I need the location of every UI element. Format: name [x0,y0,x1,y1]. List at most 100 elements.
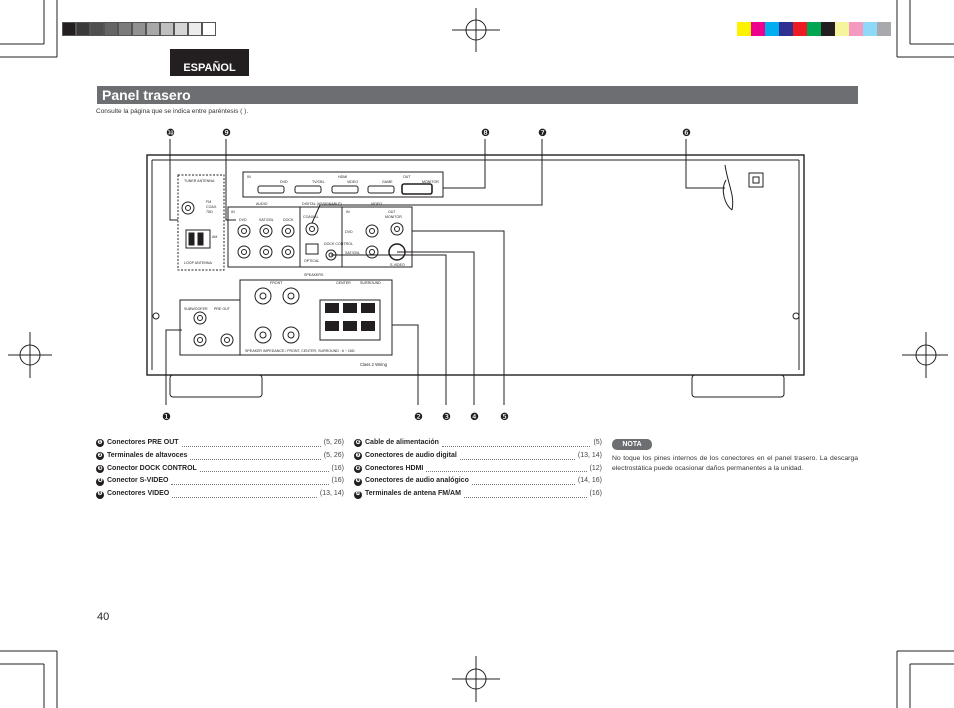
legend-item: ❶ Conectores PRE OUT (5, 26) [96,437,344,450]
label-am: AM [212,235,217,239]
callout-1: ❶ [162,412,171,423]
label-speakers: SPEAKERS [304,273,324,277]
label-video-out: OUT [388,210,396,214]
label-audio-sat: SAT/CBL [259,218,274,222]
legend-number: ❽ [354,464,362,473]
legend-label: Conectores VIDEO [107,490,170,498]
legend-number: ❼ [354,452,362,461]
legend-number: ❶ [96,439,104,448]
fm-connector [181,201,195,215]
legend-page: (13, 14) [577,451,602,459]
legend-number: ❺ [96,490,104,499]
label-fm: FM [206,200,211,204]
label-loop-antenna: LOOP ANTENNA [184,261,212,265]
label-fm-coax: COAX. [206,205,217,209]
legend-page: (16) [331,464,344,472]
color-calibration-strip [737,22,891,36]
legend-item: ❼ Conectores de audio digital (13, 14) [354,450,602,463]
label-center: CENTER [336,281,351,285]
callout-7: ❼ [538,128,547,139]
legend-page: (13, 14) [319,490,344,498]
label-video-sat: SAT/CBL [345,251,360,255]
label-hdmi-dvd: DVD [280,180,288,184]
chassis-outline [146,154,805,376]
callout-6: ❻ [682,128,691,139]
legend-number: ❹ [96,477,104,486]
label-dock-control: DOCK CONTROL [324,242,353,246]
label-video: VIDEO [371,202,382,206]
rear-panel-diagram: ❿ ❾ ❽ ❼ ❻ ❶ ❷ ❸ ❹ ❺ TUNER ANTENNA FM COA… [146,128,805,423]
label-front: FRONT [270,281,283,285]
label-hdmi-out: OUT [403,175,411,179]
legend-page: (5, 26) [323,451,344,459]
legend-label: Conector DOCK CONTROL [107,464,197,472]
front-speaker-terminals [254,287,300,344]
label-hdmi-video: VIDEO [347,180,358,184]
legend-item: ❿ Terminales de antena FM/AM (16) [354,488,602,501]
callout-10: ❿ [166,128,175,139]
callout-8: ❽ [481,128,490,139]
am-terminal [185,229,211,249]
legend-item: ❸ Conector DOCK CONTROL (16) [96,463,344,476]
legend-page: (5) [593,439,602,446]
label-optical: OPTICAL [304,259,319,263]
label-tuner-antenna: TUNER ANTENNA [184,179,215,183]
label-digital: DIGITAL (ASSIGNABLE) [302,202,342,206]
speaker-section [239,279,393,356]
class-box [748,172,764,188]
page-number: 40 [97,611,110,623]
label-surround: SURROUND [360,281,381,285]
legend-item: ❽ Conectores HDMI (12) [354,463,602,476]
label-hdmi-game: GAME [382,180,393,184]
legend-number: ❻ [354,439,362,448]
callout-3: ❸ [442,412,451,423]
legend-item: ❷ Terminales de altavoces (5, 26) [96,450,344,463]
label-audio: AUDIO [256,202,268,206]
legend-label: Conectores HDMI [365,464,424,472]
legend-label: Conectores PRE OUT [107,439,179,446]
consult-note: Consulte la página que se indica entre p… [96,108,249,115]
note-text: No toque los pines internos de los conec… [612,455,858,472]
page-title: Panel trasero [97,86,858,104]
spring-terminals [319,299,381,341]
foot-right [691,374,785,398]
label-video-dvd: DVD [345,230,353,234]
callout-9: ❾ [222,128,231,139]
label-audio-dvd: DVD [239,218,247,222]
legend-number: ❿ [354,490,362,499]
callout-4: ❹ [470,412,479,423]
analog-audio-jacks [237,224,295,259]
legend-page: (14, 16) [577,477,602,485]
legend-label: Conectores de audio digital [365,451,457,459]
gray-calibration-strip [62,22,216,36]
legend-label: Conectores de audio analógico [365,477,469,485]
legend-item: ❹ Conector S-VIDEO (16) [96,475,344,488]
legend-item: ❺ Conectores VIDEO (13, 14) [96,488,344,501]
label-subwoofer: SUBWOOFER [184,307,208,311]
legend-label: Terminales de antena FM/AM [365,490,461,498]
label-pre-out: PRE OUT [214,307,231,311]
legend-page: (12) [589,464,602,472]
label-hdmi-tv: TV/CBL [312,180,325,184]
label-hdmi-in: IN [247,175,251,179]
label-impedance: SPEAKER IMPEDANCE / FRONT, CENTER, SURRO… [245,349,355,353]
legend-page: (16) [589,490,602,498]
language-tab: ESPAÑOL [170,49,249,76]
legend-number: ❾ [354,477,362,486]
legend-number: ❸ [96,464,104,473]
label-audio-dock: DOCK [283,218,294,222]
legend-label: Conector S-VIDEO [107,477,169,485]
hdmi-section [242,171,444,198]
label-class2: Class 2 Wiring [360,362,388,367]
foot-left [169,374,263,398]
label-video-monitor: MONITOR [385,215,402,219]
label-coaxial: COAXIAL [303,215,319,219]
legend-label: Terminales de altavoces [107,451,188,459]
legend-page: (16) [331,477,344,485]
legend-item: ❻ Cable de alimentación (5) [354,437,602,450]
legend-number: ❷ [96,452,104,461]
label-hdmi-monitor: MONITOR [422,180,439,184]
label-audio-in: IN [231,210,235,214]
label-video-in: IN [346,210,350,214]
